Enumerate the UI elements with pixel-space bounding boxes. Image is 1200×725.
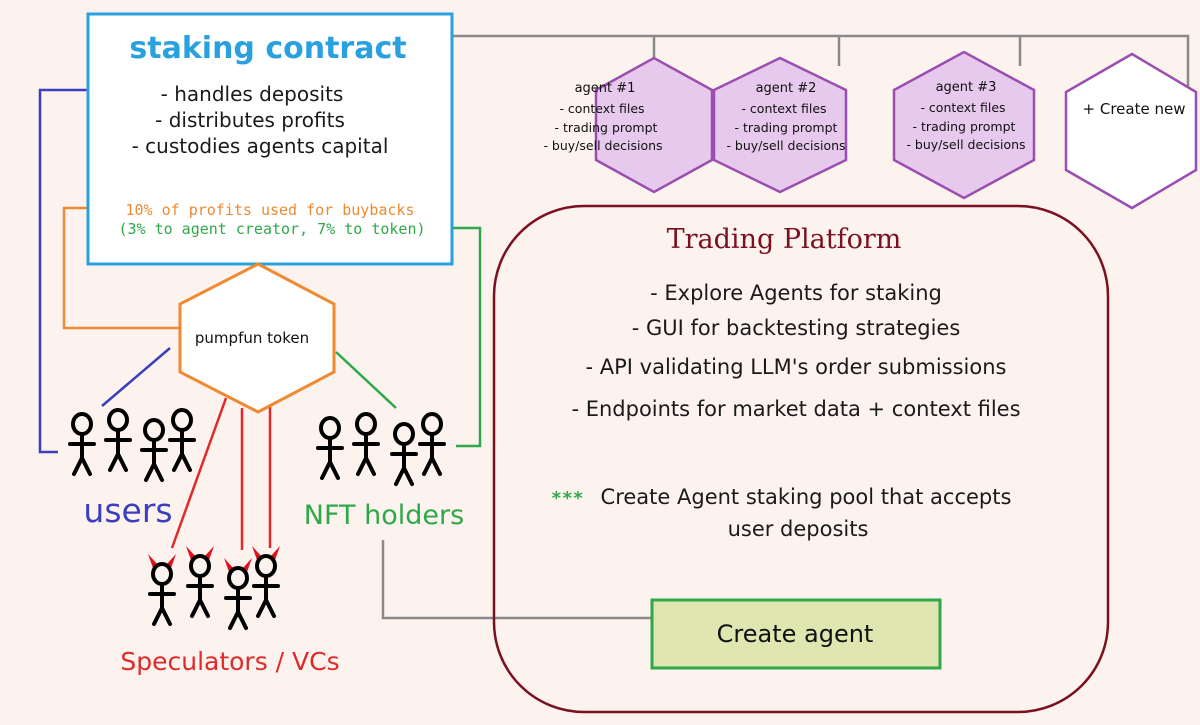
nft-figure-1 (316, 416, 344, 480)
user-figure-4 (168, 408, 196, 472)
token-speculators-connectors (170, 397, 272, 550)
create-agent-box (650, 598, 942, 670)
speculator-figures (146, 544, 282, 630)
users-figures (68, 408, 196, 482)
agent-3-hexagon (892, 50, 1036, 200)
agent-2[interactable]: agent #2 - context files - trading promp… (712, 56, 848, 194)
platform-item-3: - API validating LLM's order submissions (586, 355, 1007, 379)
agent-3-item-3: - buy/sell decisions (906, 137, 1025, 152)
user-figure-2 (104, 408, 132, 472)
staking-item-2: - distributes profits (155, 108, 345, 132)
staking-contract-title: staking contract (129, 31, 406, 66)
agent-2-item-1: - context files (741, 101, 826, 116)
create-agent-label: Create agent (717, 620, 874, 648)
agent-1-hexagon (594, 56, 714, 194)
nft-figure-3 (390, 422, 418, 486)
token-users-connector (101, 347, 171, 407)
trading-platform: Trading Platform - Explore Agents for st… (492, 204, 1110, 714)
nft-holders-label: NFT holders (304, 500, 464, 531)
nft-figure-2 (352, 412, 380, 476)
create-new-hexagon (1064, 52, 1198, 210)
agent-2-item-2: - trading prompt (735, 120, 838, 135)
user-figure-3 (140, 418, 168, 482)
agent-3[interactable]: agent #3 - context files - trading promp… (892, 50, 1036, 200)
note-line-2: user deposits (728, 517, 869, 541)
note-line-1: Create Agent staking pool that accepts (601, 485, 1012, 509)
users-label: users (83, 491, 172, 530)
staking-contract: staking contract - handles deposits - di… (86, 12, 454, 266)
create-new-agent[interactable]: + Create new (1064, 52, 1198, 210)
split-text: (3% to agent creator, 7% to token) (118, 220, 425, 238)
buyback-text: 10% of profits used for buybacks (126, 201, 415, 219)
note-marker: *** (551, 488, 584, 509)
platform-item-1: - Explore Agents for staking (650, 281, 942, 305)
nft-to-create-agent-connector (381, 540, 652, 620)
platform-item-2: - GUI for backtesting strategies (632, 316, 961, 340)
trading-platform-title: Trading Platform (667, 224, 902, 255)
trading-platform-box (492, 204, 1110, 714)
staking-item-3: - custodies agents capital (132, 134, 389, 158)
agent-1-item-3: - buy/sell decisions (543, 138, 662, 153)
token-label: pumpfun token (195, 329, 309, 347)
token-nft-connector (335, 351, 397, 409)
speculator-figure-1 (146, 552, 178, 626)
agent-2-item-3: - buy/sell decisions (726, 138, 845, 153)
token-hexagon (178, 262, 336, 414)
agent-2-hexagon (712, 56, 848, 194)
speculator-figure-2 (184, 544, 216, 618)
staking-contract-box (86, 12, 454, 266)
create-agent-button[interactable]: Create agent (650, 598, 942, 670)
agent-1-title: agent #1 (575, 81, 636, 96)
platform-item-4: - Endpoints for market data + context fi… (571, 397, 1020, 421)
create-new-label: + Create new (1083, 100, 1186, 118)
split-nft-connector (446, 226, 482, 448)
speculators-label: Speculators / VCs (120, 647, 339, 676)
nft-figure-4 (418, 412, 446, 476)
nft-holder-figures (316, 412, 446, 486)
agent-2-title: agent #2 (756, 81, 817, 96)
agent-1[interactable]: agent #1 - context files - trading promp… (543, 56, 714, 194)
contract-users-connector (38, 88, 120, 454)
agent-3-item-1: - context files (920, 100, 1005, 115)
user-figure-1 (68, 412, 96, 476)
agent-1-item-2: - trading prompt (555, 120, 658, 135)
speculator-figure-3 (222, 556, 254, 630)
agent-1-item-1: - context files (559, 101, 644, 116)
staking-item-1: - handles deposits (161, 82, 344, 106)
pumpfun-token: pumpfun token (178, 262, 336, 414)
speculator-figure-4 (250, 544, 282, 618)
agent-3-title: agent #3 (936, 80, 997, 95)
agent-3-item-2: - trading prompt (913, 119, 1016, 134)
